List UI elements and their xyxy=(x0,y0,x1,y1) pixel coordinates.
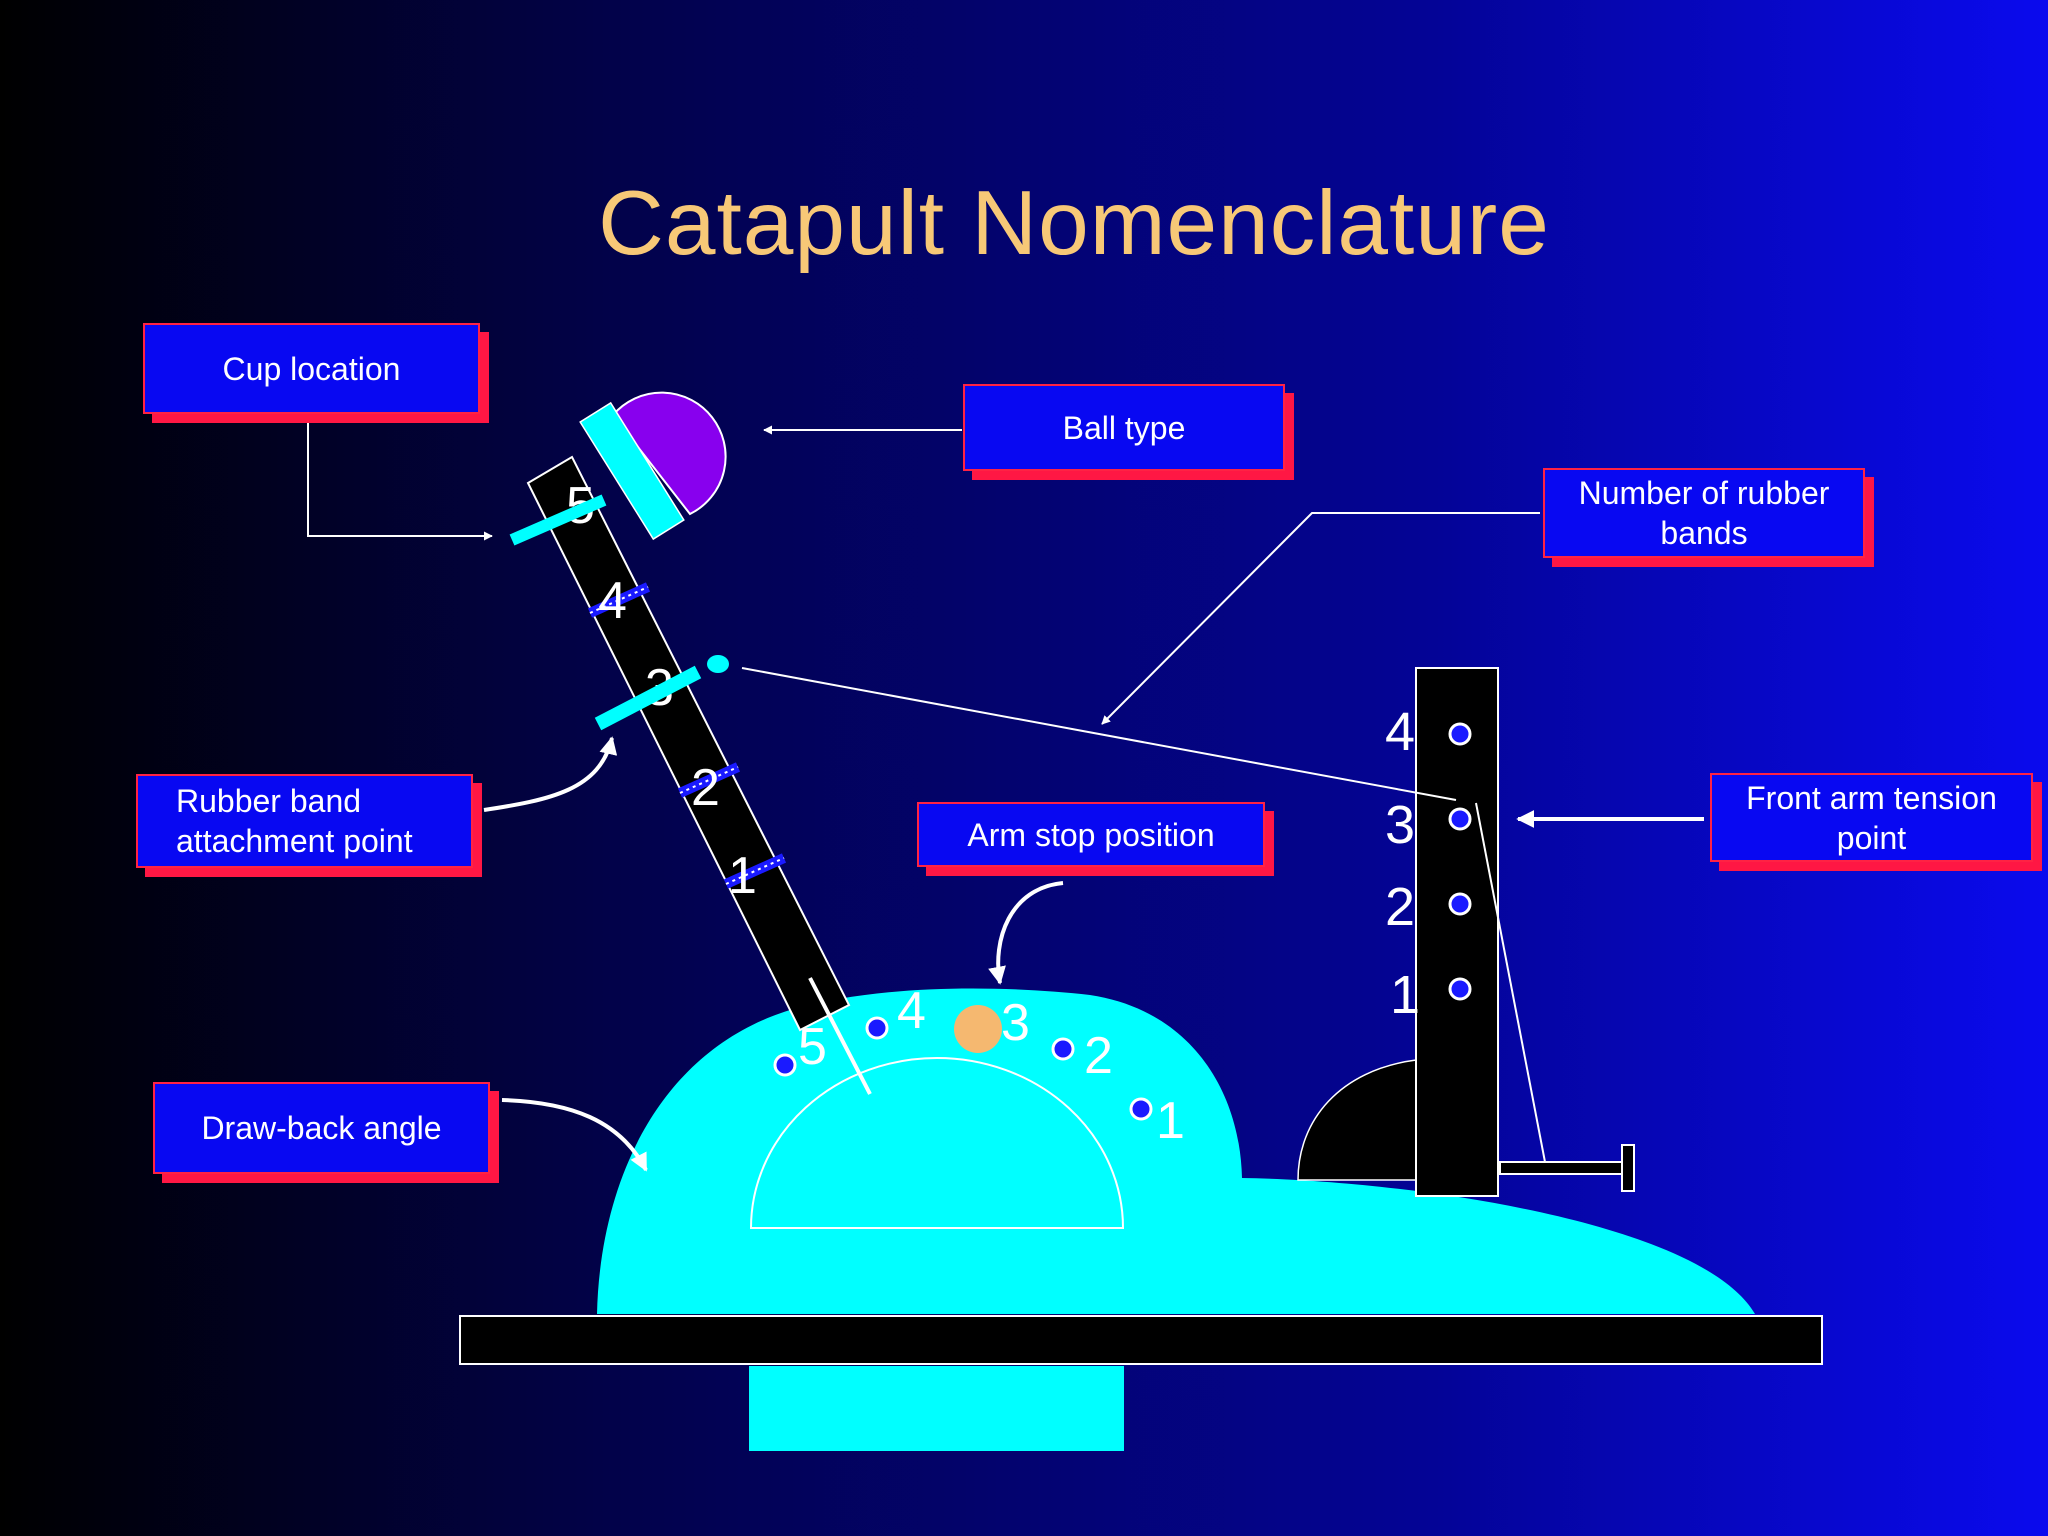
post-mark: 4 xyxy=(1385,702,1415,762)
arm-mark: 2 xyxy=(691,759,720,817)
attachment-point-arrow xyxy=(483,736,618,812)
catapult-base-body xyxy=(597,988,1755,1314)
stop-hole xyxy=(773,1053,797,1077)
rubber-band xyxy=(741,667,1457,801)
label-text: Number of rubber bands xyxy=(1543,468,1865,558)
label-arm-stop-position: Arm stop position xyxy=(917,802,1274,876)
stop-mark: 4 xyxy=(897,982,926,1040)
stop-hole xyxy=(1051,1037,1075,1061)
arm-hole xyxy=(723,853,787,889)
label-text: Front arm tension point xyxy=(1710,773,2033,862)
label-text: Arm stop position xyxy=(917,802,1265,867)
protractor-arc xyxy=(749,1057,1125,1229)
post-hole xyxy=(1448,807,1472,831)
rubber-band-hook xyxy=(707,655,729,673)
rubber-band xyxy=(1475,802,1546,1163)
post-hole xyxy=(1448,892,1472,916)
arm-stop-arrow xyxy=(988,881,1064,985)
base-stand xyxy=(749,1366,1124,1451)
label-text: Draw-back angle xyxy=(153,1082,490,1174)
label-text: Rubber band attachment point xyxy=(136,774,473,868)
slide-title: Catapult Nomenclature xyxy=(598,173,1550,274)
stop-holes xyxy=(773,1016,1153,1121)
post-mark: 2 xyxy=(1385,877,1415,937)
base-platform xyxy=(459,1315,1823,1365)
draw-back-indicator xyxy=(808,977,872,1095)
arm-mark: 4 xyxy=(598,572,627,630)
rubber-bands-arrow xyxy=(1101,512,1540,725)
label-front-arm-tension-point: Front arm tension point xyxy=(1710,773,2042,871)
post-holes xyxy=(1448,722,1472,1001)
arm-mark: 1 xyxy=(728,847,757,905)
rubber-band-pin xyxy=(594,665,702,731)
post-mark: 1 xyxy=(1390,965,1420,1025)
cup-pin xyxy=(509,494,607,546)
label-text: Cup location xyxy=(143,323,480,414)
label-cup-location: Cup location xyxy=(143,323,489,423)
cup xyxy=(579,401,685,541)
label-number-of-rubber-bands: Number of rubber bands xyxy=(1543,468,1874,567)
stop-mark: 5 xyxy=(798,1018,827,1076)
arm-holes xyxy=(587,582,787,889)
label-text: Ball type xyxy=(963,384,1285,471)
draw-back-arrow xyxy=(501,1098,648,1172)
post-hole xyxy=(1448,977,1472,1001)
tension-screw-shaft xyxy=(1499,1161,1623,1175)
label-draw-back-angle: Draw-back angle xyxy=(153,1082,499,1183)
stop-hole xyxy=(865,1016,889,1040)
post-hole xyxy=(1448,722,1472,746)
ball xyxy=(611,391,727,516)
post-mark: 3 xyxy=(1385,795,1415,855)
stop-mark: 2 xyxy=(1084,1027,1113,1085)
stop-mark: 1 xyxy=(1156,1092,1185,1150)
label-rubber-band-attachment-point: Rubber band attachment point xyxy=(136,774,482,877)
stop-hole xyxy=(1129,1097,1153,1121)
front-post xyxy=(1415,667,1499,1197)
arm-hole xyxy=(587,582,651,618)
throwing-arm xyxy=(526,455,851,1032)
stop-mark: 3 xyxy=(1001,994,1030,1052)
arm-stop-peg xyxy=(954,1005,1002,1053)
tension-screw-head xyxy=(1621,1144,1635,1192)
post-brace xyxy=(1297,1059,1417,1181)
arm-hole xyxy=(677,762,741,798)
label-ball-type: Ball type xyxy=(963,384,1294,480)
cup-location-arrow xyxy=(307,422,493,541)
